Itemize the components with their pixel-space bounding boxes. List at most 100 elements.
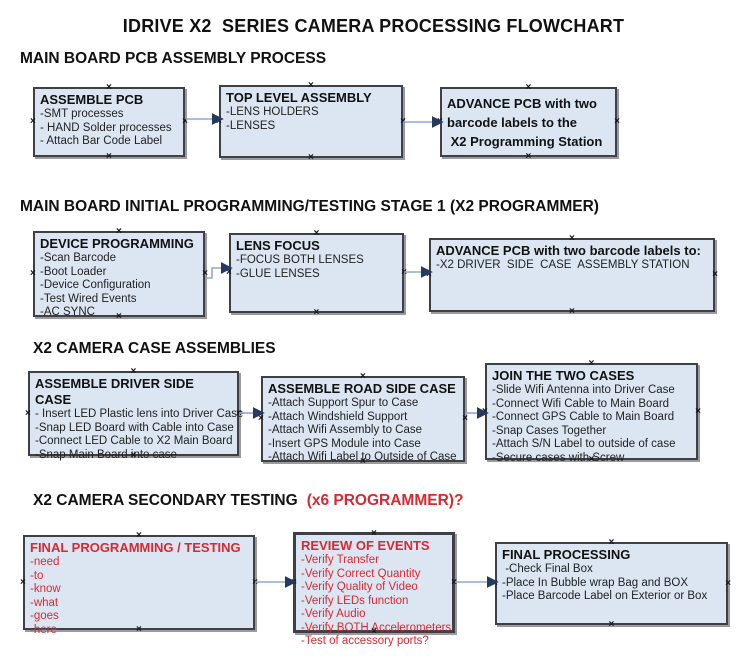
box-item: -Snap Main Board into case bbox=[35, 448, 177, 461]
box-item: - Attach Bar Code Label bbox=[40, 135, 163, 147]
box-item: -Check Final Box bbox=[502, 563, 593, 575]
box-item: -LENSES bbox=[226, 119, 276, 132]
box-item: -to bbox=[30, 569, 44, 582]
box-title: FINAL PROGRAMMING / TESTING bbox=[30, 540, 241, 555]
connection-handle-icon: × bbox=[588, 358, 595, 369]
flowchart-box-final-programming-testing[interactable]: FINAL PROGRAMMING / TESTING -need -to -k… bbox=[20, 530, 258, 636]
connection-handle-icon: × bbox=[202, 268, 208, 279]
box-item: -Attach Wifi Assembly to Case bbox=[268, 424, 423, 436]
connection-handle-icon: × bbox=[492, 577, 498, 589]
box-title: DEVICE PROGRAMMING bbox=[40, 236, 194, 251]
flowchart-box-final-processing[interactable]: FINAL PROCESSING -Check Final Box -Place… bbox=[492, 537, 731, 630]
box-item: -Connect LED Cable to X2 Main Board bbox=[35, 435, 233, 447]
connection-handle-icon: × bbox=[400, 115, 406, 127]
box-item: -need bbox=[30, 556, 60, 568]
box-item: -Place In Bubble wrap Bag and BOX bbox=[502, 576, 689, 589]
box-title: TOP LEVEL ASSEMBLY bbox=[226, 90, 372, 105]
page-title: IDRIVE X2 SERIES CAMERA PROCESSING FLOWC… bbox=[122, 16, 625, 36]
connection-handle-icon: × bbox=[116, 226, 122, 237]
box-item: -Verify Quality of Video bbox=[301, 581, 418, 593]
section-heading-secondary-testing: X2 CAMERA SECONDARY TESTING (x6 PROGRAMME… bbox=[33, 492, 463, 510]
box-item: - Insert LED Plastic lens into Driver Ca… bbox=[35, 408, 244, 420]
box-item: -Insert GPS Module into Case bbox=[268, 437, 421, 450]
box-title: ASSEMBLE ROAD SIDE CASE bbox=[268, 381, 456, 396]
connection-handle-icon: × bbox=[712, 269, 718, 280]
flowchart-box-assemble-pcb[interactable]: ASSEMBLE PCB -SMT processes - HAND Solde… bbox=[30, 82, 188, 162]
box-item: -Verify Transfer bbox=[301, 554, 379, 566]
connection-handle-icon: × bbox=[308, 152, 314, 163]
box-item: - HAND Solder processes bbox=[40, 121, 172, 134]
connection-handle-icon: × bbox=[313, 228, 320, 239]
box-item: -SMT processes bbox=[40, 108, 124, 120]
flowchart-box-lens-focus[interactable]: LENS FOCUS -FOCUS BOTH LENSES -GLUE LENS… bbox=[226, 228, 407, 318]
section-heading-pcb-assembly: MAIN BOARD PCB ASSEMBLY PROCESS bbox=[20, 50, 327, 67]
section-heading-black: X2 CAMERA SECONDARY TESTING bbox=[33, 492, 298, 509]
box-item: -Attach Windshield Support bbox=[268, 410, 408, 423]
box-item: -Attach Wifi Label to Outside of Case bbox=[268, 451, 457, 463]
connection-handle-icon: × bbox=[106, 82, 112, 93]
connection-handle-icon: × bbox=[252, 576, 258, 588]
box-item: -Verify Correct Quantity bbox=[301, 567, 421, 580]
box-item: -Scan Barcode bbox=[40, 252, 117, 264]
connection-handle-icon: × bbox=[608, 619, 615, 630]
connection-handle-icon: × bbox=[106, 151, 112, 162]
connection-handle-icon: × bbox=[291, 576, 297, 588]
connection-handle-icon: × bbox=[614, 116, 620, 127]
connection-handle-icon: × bbox=[308, 80, 314, 91]
box-item: -Connect GPS Cable to Main Board bbox=[492, 411, 675, 423]
flowchart-box-review-of-events[interactable]: REVIEW OF EVENTS -Verify Transfer -Verif… bbox=[291, 529, 457, 648]
connection-handle-icon: × bbox=[426, 269, 432, 280]
connection-handle-icon: × bbox=[136, 530, 142, 541]
connection-handle-icon: × bbox=[569, 233, 575, 244]
connection-handle-icon: × bbox=[258, 413, 264, 424]
box-item: -LENS HOLDERS bbox=[226, 106, 319, 118]
box-item: -Connect Wifi Cable to Main Board bbox=[492, 397, 670, 410]
box-item: -Place Barcode Label on Exterior or Box bbox=[502, 590, 708, 602]
box-item: -what bbox=[30, 596, 59, 609]
box-title: ADVANCE PCB with two barcode labels to: bbox=[436, 243, 701, 258]
connection-handle-icon: × bbox=[25, 407, 31, 419]
flowchart-box-top-level-assembly[interactable]: TOP LEVEL ASSEMBLY -LENS HOLDERS -LENSES… bbox=[216, 80, 406, 163]
box-title: JOIN THE TWO CASES bbox=[492, 368, 635, 383]
box-item: -Attach Support Spur to Case bbox=[268, 397, 419, 409]
box-title: FINAL PROCESSING bbox=[502, 547, 631, 562]
box-item: -Slide Wifi Antenna into Driver Case bbox=[492, 384, 675, 396]
box-item: -FOCUS BOTH LENSES bbox=[236, 254, 364, 266]
connection-handle-icon: × bbox=[525, 151, 532, 162]
connection-handle-icon: × bbox=[725, 577, 731, 589]
connection-handle-icon: × bbox=[462, 413, 468, 424]
box-item: -Snap Cases Together bbox=[492, 424, 607, 437]
box-title: REVIEW OF EVENTS bbox=[301, 538, 430, 553]
connection-handle-icon: × bbox=[216, 115, 222, 127]
box-item: -Device Configuration bbox=[40, 279, 151, 291]
box-item: -Attach S/N Label to outside of case bbox=[492, 438, 676, 450]
box-item: -know bbox=[30, 583, 61, 595]
connection-handle-icon: × bbox=[226, 267, 232, 278]
box-item: -Secure cases with Screw bbox=[492, 451, 625, 464]
box-item: -Snap LED Board with Cable into Case bbox=[35, 421, 234, 434]
box-item: -Test Wired Events bbox=[40, 292, 137, 305]
flowchart-box-join-the-two-cases[interactable]: JOIN THE TWO CASES -Slide Wifi Antenna i… bbox=[482, 358, 701, 465]
box-item: -Test of accessory ports? bbox=[301, 635, 429, 647]
section-heading-case-assemblies: X2 CAMERA CASE ASSEMBLIES bbox=[33, 340, 276, 357]
flowchart-box-advance-pcb-driver-side[interactable]: ADVANCE PCB with two barcode labels to: … bbox=[426, 233, 718, 317]
connection-handle-icon: × bbox=[182, 116, 188, 127]
connection-handle-icon: × bbox=[401, 267, 407, 278]
connection-handle-icon: × bbox=[608, 537, 615, 548]
connection-handle-icon: × bbox=[695, 405, 701, 417]
section-heading-initial-programming: MAIN BOARD INITIAL PROGRAMMING/TESTING S… bbox=[20, 198, 599, 215]
box-title: LENS FOCUS bbox=[236, 238, 320, 253]
flowchart-box-advance-pcb-programming-station[interactable]: ADVANCE PCB with two barcode labels to t… bbox=[437, 83, 620, 162]
flowchart-box-device-programming[interactable]: DEVICE PROGRAMMING -Scan Barcode -Boot L… bbox=[30, 226, 208, 322]
connector-arrow bbox=[205, 262, 233, 279]
connection-handle-icon: × bbox=[360, 371, 366, 382]
flowchart-box-assemble-road-side-case[interactable]: ASSEMBLE ROAD SIDE CASE -Attach Support … bbox=[258, 371, 468, 467]
box-item: -Verify Audio bbox=[301, 608, 366, 620]
section-heading-red: (x6 PROGRAMMER)? bbox=[306, 492, 464, 509]
connection-handle-icon: × bbox=[451, 576, 457, 588]
box-item: -Verify BOTH Accelerometers bbox=[301, 621, 452, 634]
flowchart-box-assemble-driver-side-case[interactable]: ASSEMBLE DRIVER SIDE CASE - Insert LED P… bbox=[25, 367, 244, 461]
box-title: ASSEMBLE PCB bbox=[40, 92, 144, 107]
box-item: -AC SYNC bbox=[40, 306, 95, 318]
